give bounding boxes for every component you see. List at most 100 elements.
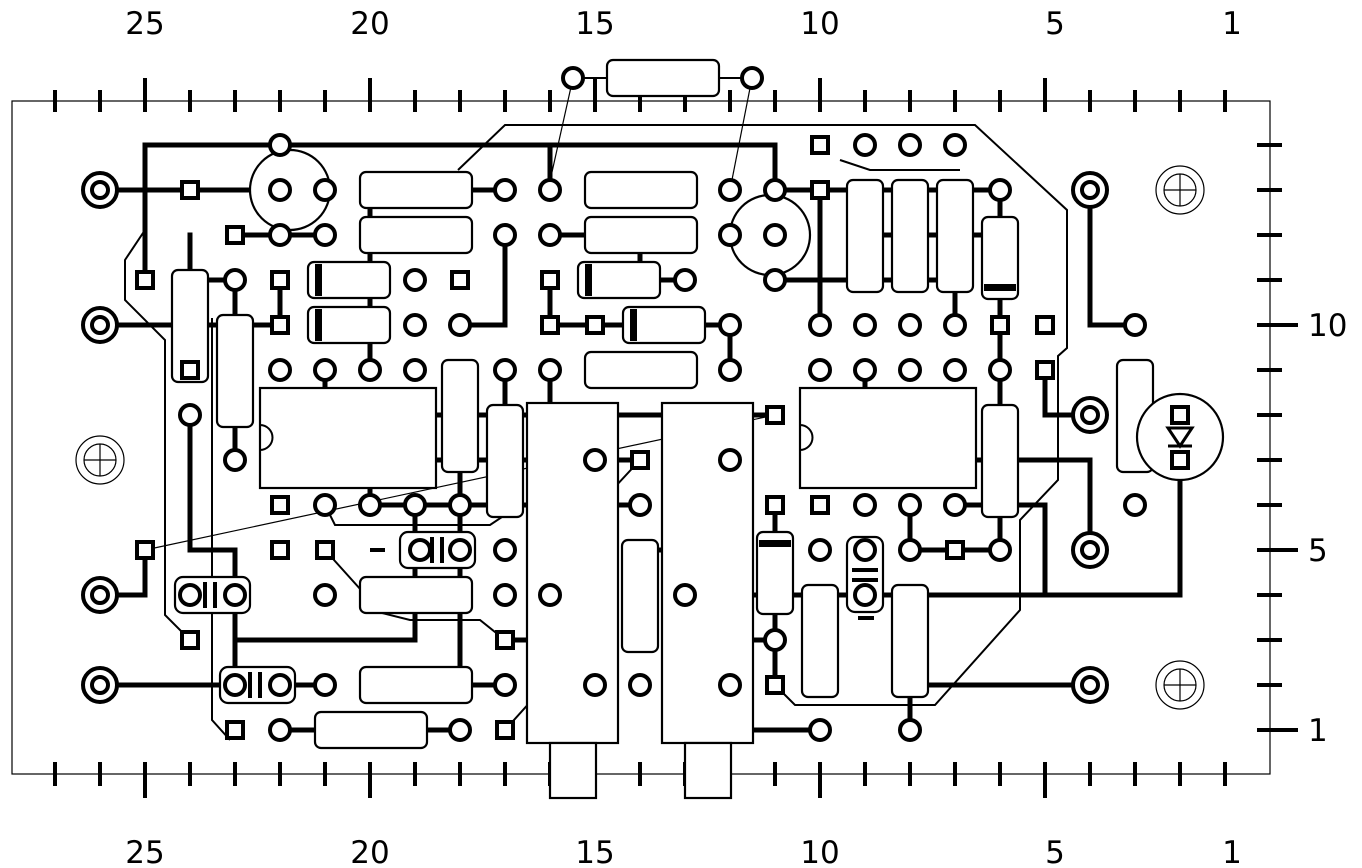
top-label-15: 15 xyxy=(575,6,614,42)
square-pad-12 xyxy=(1035,315,1055,335)
round-pad-39 xyxy=(628,493,652,517)
round-pad-51 xyxy=(853,583,877,607)
round-pad-76 xyxy=(898,718,922,742)
round-pad-41 xyxy=(628,673,652,697)
terminal-pad-7-inner xyxy=(1080,675,1100,695)
square-pad-28 xyxy=(495,720,515,740)
round-pad-46 xyxy=(853,493,877,517)
right-label-1: 1 xyxy=(1308,713,1328,749)
square-pad-24 xyxy=(810,495,830,515)
bottom-label-15: 15 xyxy=(575,835,614,868)
top-label-1: 1 xyxy=(1222,6,1242,42)
round-pad-47 xyxy=(898,493,922,517)
square-pad-3 xyxy=(450,270,470,290)
round-pad-2 xyxy=(313,178,337,202)
round-pad-74 xyxy=(448,718,472,742)
square-pad-0 xyxy=(180,180,200,200)
round-pad-68 xyxy=(223,583,247,607)
led-symbol xyxy=(1165,426,1195,449)
diode-v8 xyxy=(980,215,1020,301)
square-pad-2 xyxy=(225,225,245,245)
round-pad-30 xyxy=(358,493,382,517)
diode-d4 xyxy=(621,305,707,345)
round-pad-5 xyxy=(493,178,517,202)
round-pad-12 xyxy=(763,223,787,247)
round-pad-18 xyxy=(718,313,742,337)
square-pad-23 xyxy=(765,495,785,515)
terminal-pad-3-inner xyxy=(90,675,110,695)
round-pad-78 xyxy=(448,538,472,562)
round-pad-52 xyxy=(808,313,832,337)
round-pad-34 xyxy=(313,583,337,607)
round-pad-59 xyxy=(943,358,967,382)
round-pad-73 xyxy=(268,718,292,742)
grid-ticks xyxy=(53,78,1298,798)
bottom-label-20: 20 xyxy=(350,835,389,868)
round-pad-81 xyxy=(740,66,764,90)
top-label-10: 10 xyxy=(800,6,839,42)
round-pad-26 xyxy=(223,268,247,292)
diode-d2 xyxy=(306,305,392,345)
round-pad-0 xyxy=(268,133,292,157)
terminal-pad-1-inner xyxy=(90,315,110,335)
right-row-labels: 10 5 1 xyxy=(1308,308,1347,749)
round-pad-57 xyxy=(853,358,877,382)
bottom-column-labels: 25 20 15 10 5 1 xyxy=(125,835,1242,868)
resistor-v2 xyxy=(215,313,255,429)
square-pad-20 xyxy=(135,540,155,560)
right-label-5: 5 xyxy=(1308,533,1328,569)
round-pad-35 xyxy=(493,583,517,607)
square-pad-19 xyxy=(315,540,335,560)
round-pad-65 xyxy=(1123,313,1147,337)
square-pad-27 xyxy=(225,720,245,740)
round-pad-50 xyxy=(988,538,1012,562)
round-pad-66 xyxy=(1123,493,1147,517)
square-pad-25 xyxy=(945,540,965,560)
round-pad-27 xyxy=(178,403,202,427)
top-label-5: 5 xyxy=(1045,6,1065,42)
right-label-10: 10 xyxy=(1308,308,1347,344)
round-pad-32 xyxy=(448,493,472,517)
round-pad-56 xyxy=(808,358,832,382)
resistor-r4 xyxy=(583,215,699,255)
round-pad-11 xyxy=(718,223,742,247)
round-pad-38 xyxy=(718,448,742,472)
round-pad-19 xyxy=(268,358,292,382)
round-pad-64 xyxy=(988,178,1012,202)
bottom-label-1: 1 xyxy=(1222,835,1242,868)
resistor-v9 xyxy=(980,403,1020,519)
square-pad-29 xyxy=(1170,450,1190,470)
square-pad-13 xyxy=(990,315,1010,335)
led-circle xyxy=(1135,392,1225,482)
square-pad-21 xyxy=(180,630,200,650)
round-pad-24 xyxy=(538,358,562,382)
round-pad-54 xyxy=(898,313,922,337)
round-pad-25 xyxy=(718,358,742,382)
bottom-label-25: 25 xyxy=(125,835,164,868)
bottom-label-5: 5 xyxy=(1045,835,1065,868)
square-pad-6 xyxy=(540,270,560,290)
square-pad-10 xyxy=(810,135,830,155)
round-pad-1 xyxy=(268,178,292,202)
round-pad-6 xyxy=(538,178,562,202)
round-pad-48 xyxy=(943,493,967,517)
terminal-pad-4-inner xyxy=(1080,180,1100,200)
round-pad-36 xyxy=(538,583,562,607)
round-pad-29 xyxy=(313,493,337,517)
round-pad-4 xyxy=(313,223,337,247)
round-pad-53 xyxy=(853,313,877,337)
round-pad-8 xyxy=(763,178,787,202)
round-pad-22 xyxy=(403,358,427,382)
round-pad-17 xyxy=(448,313,472,337)
resistor-v1 xyxy=(170,268,210,384)
round-pad-45 xyxy=(808,538,832,562)
resistor-r5 xyxy=(583,350,699,390)
resistor-v7 xyxy=(935,178,975,294)
mounting-holes xyxy=(75,165,1205,710)
bottom-label-10: 10 xyxy=(800,835,839,868)
round-pad-44 xyxy=(763,628,787,652)
resistor-r8 xyxy=(313,710,429,750)
round-pad-71 xyxy=(313,673,337,697)
round-pad-3 xyxy=(268,223,292,247)
